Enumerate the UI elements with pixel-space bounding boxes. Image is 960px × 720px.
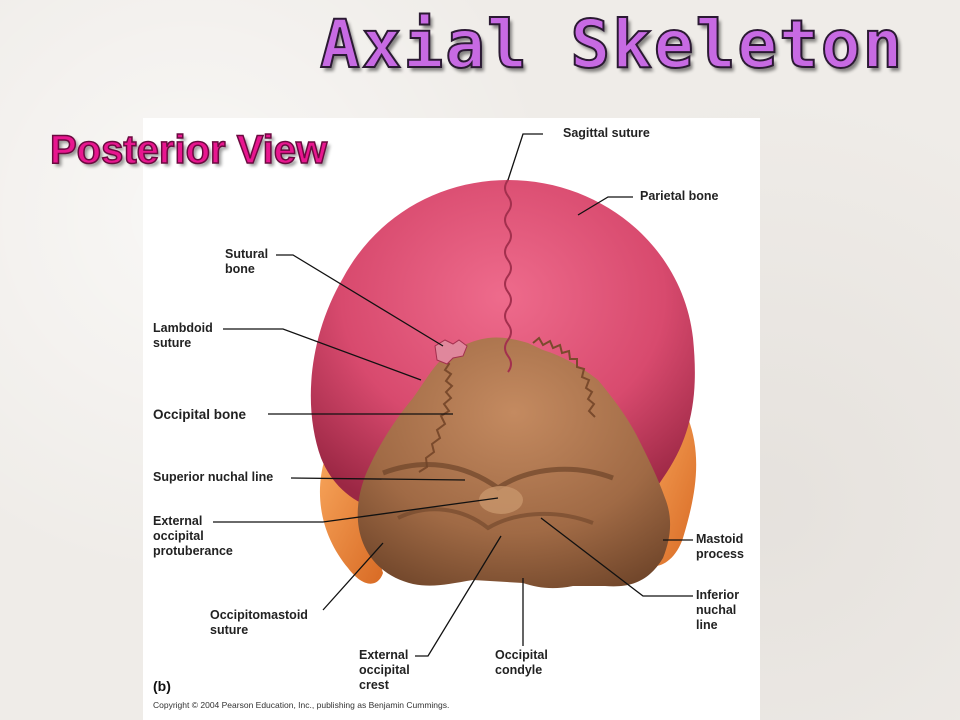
- copyright-notice: Copyright © 2004 Pearson Education, Inc.…: [153, 700, 450, 710]
- occipital-bone-shape: [357, 337, 671, 589]
- label-external-occipital-crest: External occipital crest: [359, 648, 410, 692]
- leader-lambdoid: [223, 328, 422, 381]
- leader-occipitomastoid: [322, 542, 384, 611]
- label-occipital-bone: Occipital bone: [153, 407, 247, 422]
- label-inferior-nuchal-line: Inferior nuchal line: [696, 588, 740, 632]
- external-occipital-protuberance-shape: [479, 486, 523, 514]
- leader-lines: [213, 133, 693, 657]
- label-occipitomastoid-suture: Occipitomastoid suture: [210, 608, 308, 637]
- label-sutural-bone: Sutural bone: [225, 247, 269, 276]
- label-lambdoid-suture: Lambdoid suture: [153, 321, 213, 350]
- leader-parietal: [577, 196, 633, 216]
- skull-figure-panel: Sagittal suture Parietal bone Sutural bo…: [143, 118, 760, 720]
- lambdoid-suture-line: [418, 336, 596, 473]
- leader-sutural: [276, 254, 444, 347]
- leader-protuberance: [213, 497, 499, 523]
- slide-title: Axial Skeleton: [319, 5, 905, 84]
- label-superior-nuchal-line: Superior nuchal line: [153, 470, 274, 484]
- label-parietal-bone: Parietal bone: [640, 189, 719, 203]
- skull-illustration: [213, 133, 697, 657]
- slide-subtitle: Posterior View: [49, 127, 328, 173]
- leader-superior-nuchal: [290, 477, 466, 481]
- label-mastoid-process: Mastoid process: [696, 532, 744, 561]
- sagittal-suture-line: [504, 179, 512, 373]
- label-sagittal-suture: Sagittal suture: [563, 126, 650, 140]
- leader-sagittal: [507, 133, 543, 181]
- inferior-nuchal-ridge: [397, 507, 594, 531]
- leader-inferior-nuchal: [540, 517, 693, 597]
- label-occipital-condyle: Occipital condyle: [495, 648, 548, 677]
- label-external-occipital-protuberance: External occipital protuberance: [153, 514, 233, 558]
- mastoid-process-left: [319, 458, 383, 584]
- leader-crest: [415, 535, 502, 657]
- panel-letter: (b): [153, 678, 171, 694]
